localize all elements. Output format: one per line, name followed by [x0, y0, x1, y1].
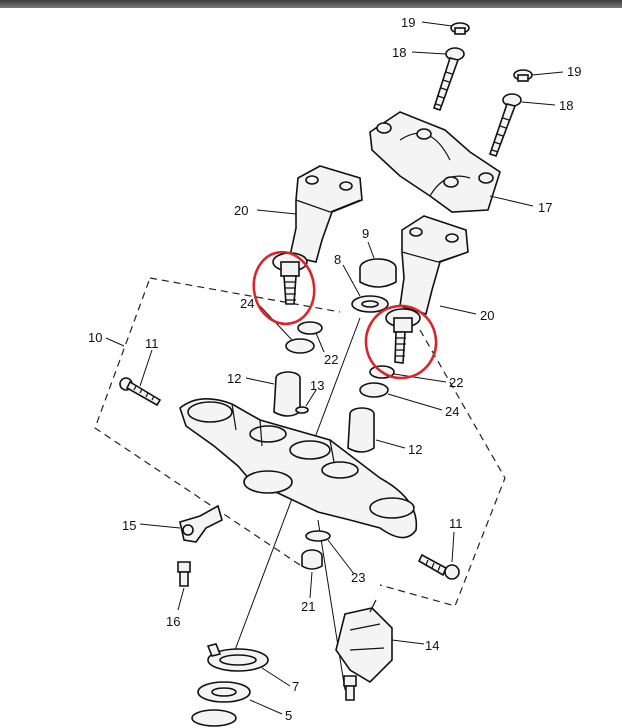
label-22-left: 22 — [324, 352, 338, 367]
nut-21 — [301, 549, 323, 570]
label-5: 5 — [285, 708, 292, 723]
label-18-top: 18 — [392, 45, 406, 60]
pin-13 — [295, 406, 309, 414]
bolt-18-left — [432, 47, 465, 112]
bracket-14 — [335, 599, 393, 684]
label-13: 13 — [310, 378, 324, 393]
highlight-left-bolt — [252, 250, 316, 326]
bottom-washer — [191, 709, 237, 727]
label-19-top: 19 — [401, 15, 415, 30]
label-16: 16 — [166, 614, 180, 629]
label-23: 23 — [351, 570, 365, 585]
label-15: 15 — [122, 518, 136, 533]
bolt-11-right — [417, 553, 460, 580]
handlebar-clamp-17 — [369, 111, 501, 213]
washer-24-left — [285, 338, 315, 354]
bolt-16 — [177, 561, 191, 587]
label-22-right: 22 — [449, 375, 463, 390]
label-12-right: 12 — [408, 442, 422, 457]
label-19-right: 19 — [567, 64, 581, 79]
window-top-edge — [0, 0, 622, 8]
riser-bolt-right — [385, 308, 421, 364]
cap-19-right — [513, 69, 533, 82]
label-9: 9 — [362, 226, 369, 241]
label-10: 10 — [88, 330, 102, 345]
label-24-right: 24 — [445, 404, 459, 419]
riser-20-right — [399, 215, 469, 316]
bolt-under-14 — [343, 675, 357, 701]
highlight-right-bolt — [364, 304, 438, 380]
washer-7 — [206, 643, 269, 672]
label-20-left: 20 — [234, 203, 248, 218]
riser-20-left — [289, 165, 363, 263]
label-8: 8 — [334, 252, 341, 267]
bolt-18-right — [488, 93, 522, 158]
nut-9 — [359, 258, 397, 288]
washer-22-left — [297, 321, 323, 335]
label-21: 21 — [301, 599, 315, 614]
cap-19-top — [450, 22, 470, 35]
label-11-left: 11 — [145, 336, 159, 351]
leader-lines — [105, 21, 564, 715]
washer-24-right — [359, 382, 389, 398]
washer-23 — [305, 530, 331, 542]
label-20-right: 20 — [480, 308, 494, 323]
bushing-12-right — [347, 407, 375, 453]
center-axis-line-2 — [317, 519, 346, 691]
label-18-right: 18 — [559, 98, 573, 113]
label-12-left: 12 — [227, 371, 241, 386]
label-7: 7 — [292, 679, 299, 694]
label-11-right: 11 — [449, 516, 463, 531]
label-24-left: 24 — [240, 296, 254, 311]
lower-bracket — [179, 398, 418, 539]
assembly-boundary — [94, 277, 506, 607]
washer-8 — [351, 295, 389, 313]
nut-5 — [197, 681, 251, 703]
bracket-15 — [179, 504, 223, 543]
label-17: 17 — [538, 200, 552, 215]
bolt-11-left — [119, 377, 162, 407]
label-14: 14 — [425, 638, 439, 653]
callout-labels: 19 18 19 18 17 20 9 8 20 24 22 10 11 12 … — [88, 15, 581, 723]
